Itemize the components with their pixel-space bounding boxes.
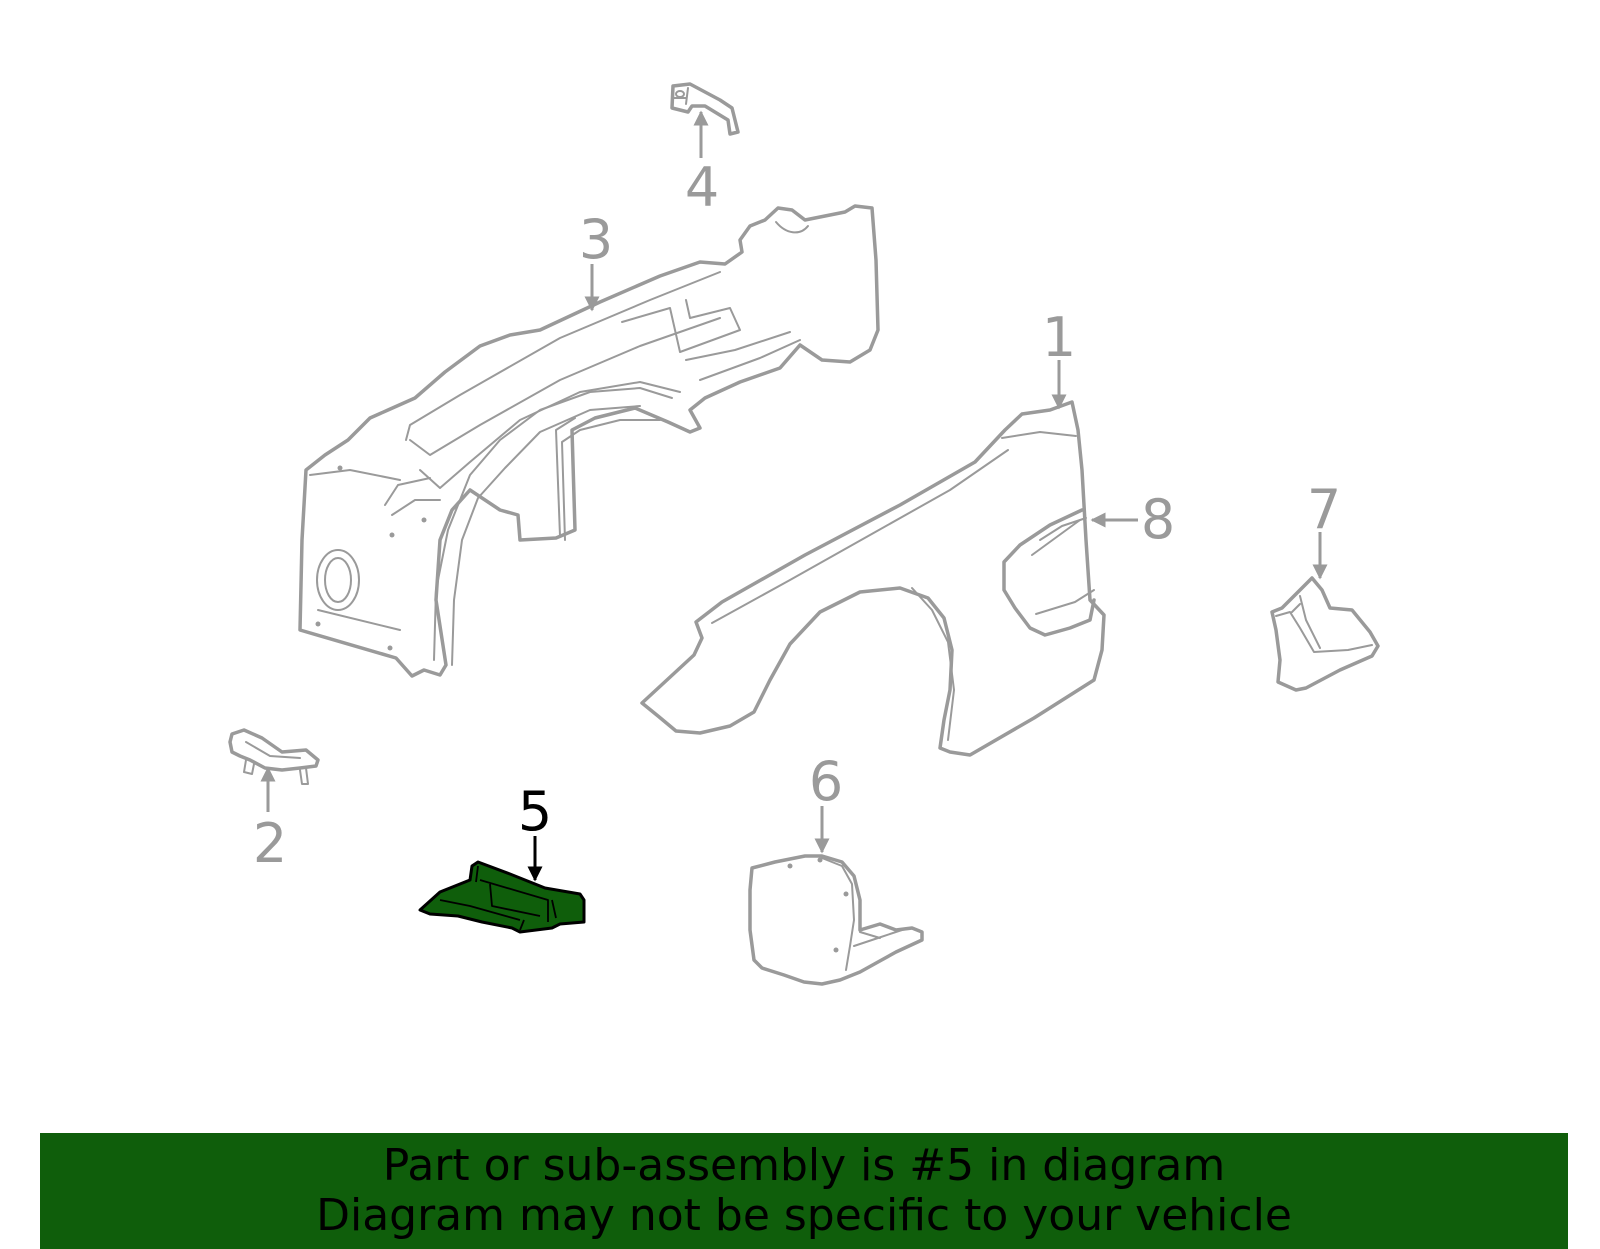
part-8-fender-trim [1039,517,1087,541]
callout-number-8: 8 [1141,488,1175,551]
callout-labels: 1 2 3 4 5 6 7 8 [253,156,1341,875]
banner-line-part: Part or sub-assembly is #5 in diagram [382,1140,1226,1191]
callout-number-6: 6 [809,750,843,813]
callout-arrows [260,110,1328,882]
part-3-inner-panel [298,204,880,678]
callout-number-2: 2 [253,812,287,875]
callout-number-4: 4 [685,156,719,219]
info-banner: Part or sub-assembly is #5 in diagram Di… [40,1133,1568,1249]
callout-number-5: 5 [518,780,552,843]
part-7-rear-guard [1270,576,1380,692]
part-5-splash-shield [418,860,586,934]
banner-line-disclaimer: Diagram may not be specific to your vehi… [316,1190,1292,1241]
part-2-bracket [228,728,320,785]
part-6-mud-guard [748,854,924,986]
part-4-clip [670,82,740,136]
callout-number-3: 3 [579,208,613,271]
callout-number-1: 1 [1042,306,1076,369]
callout-number-7: 7 [1307,478,1341,541]
part-1-fender [640,400,1106,757]
